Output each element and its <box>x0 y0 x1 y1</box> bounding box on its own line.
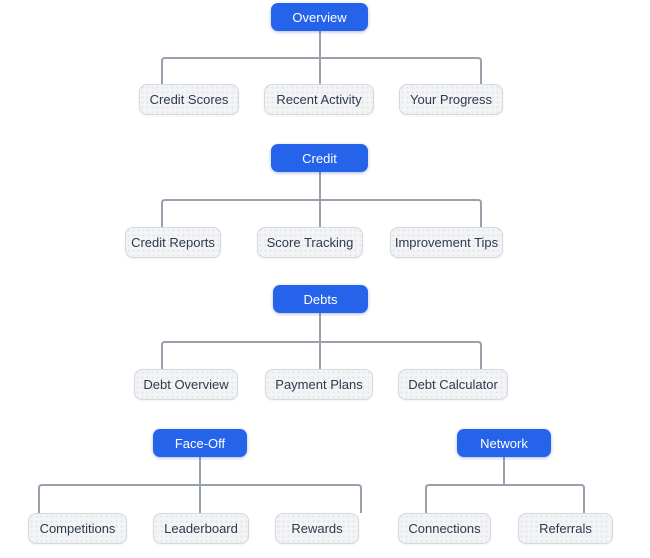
node-credit[interactable]: Credit <box>271 144 368 172</box>
node-recent-activity[interactable]: Recent Activity <box>264 84 374 115</box>
connector-debts-bus <box>161 341 482 369</box>
node-payment-plans[interactable]: Payment Plans <box>265 369 373 400</box>
node-referrals[interactable]: Referrals <box>518 513 613 544</box>
node-face-off[interactable]: Face-Off <box>153 429 247 457</box>
node-debts[interactable]: Debts <box>273 285 368 313</box>
node-score-tracking[interactable]: Score Tracking <box>257 227 363 258</box>
connector-faceoff-bus <box>38 484 362 513</box>
connector-overview-bus <box>161 57 482 84</box>
node-debt-calculator[interactable]: Debt Calculator <box>398 369 508 400</box>
node-your-progress[interactable]: Your Progress <box>399 84 503 115</box>
node-network[interactable]: Network <box>457 429 551 457</box>
node-competitions[interactable]: Competitions <box>28 513 127 544</box>
node-credit-reports[interactable]: Credit Reports <box>125 227 221 258</box>
connector-network-bus <box>425 484 585 513</box>
node-overview[interactable]: Overview <box>271 3 368 31</box>
node-rewards[interactable]: Rewards <box>275 513 359 544</box>
node-connections[interactable]: Connections <box>398 513 491 544</box>
node-improvement-tips[interactable]: Improvement Tips <box>390 227 503 258</box>
node-debt-overview[interactable]: Debt Overview <box>134 369 238 400</box>
node-credit-scores[interactable]: Credit Scores <box>139 84 239 115</box>
connector-credit-bus <box>161 199 482 227</box>
node-leaderboard[interactable]: Leaderboard <box>153 513 249 544</box>
